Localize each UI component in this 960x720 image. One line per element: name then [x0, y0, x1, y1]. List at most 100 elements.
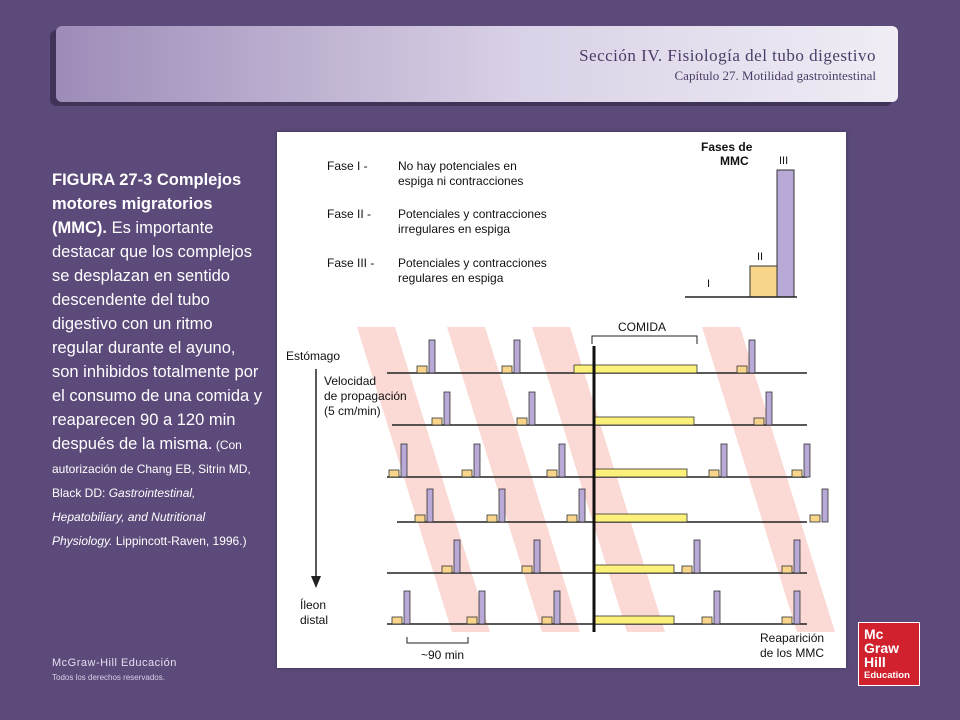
interval-bracket: [406, 637, 469, 644]
phase-3-desc-2: regulares en espiga: [398, 271, 504, 285]
phase-3-spike: [498, 488, 506, 523]
phase-3-spike: [403, 590, 411, 625]
phase-2-box: [736, 365, 748, 374]
meal-block-3: [593, 468, 688, 478]
ileum-label-1: Íleon: [300, 597, 326, 612]
phase-3-spike: [528, 391, 536, 426]
phase-1-desc-2: espiga ni contracciones: [398, 174, 523, 188]
meal-block-4: [593, 513, 688, 523]
meal-bracket: [591, 335, 698, 344]
phase-2-box: [466, 616, 478, 625]
phase-3-spike: [453, 539, 461, 574]
phase-2-bar: [749, 265, 778, 298]
phase-2-box: [566, 514, 578, 523]
citation-end: Lippincott-Raven, 1996.): [112, 534, 247, 548]
interval-label: ~90 min: [421, 648, 464, 662]
phase-2-box: [461, 469, 473, 478]
phase-3-spike: [821, 488, 829, 523]
reappear-label-2: de los MMC: [760, 646, 824, 660]
phase-II-label: II: [757, 251, 763, 263]
phase-2-box: [486, 514, 498, 523]
phase-3-name: Fase III -: [327, 256, 374, 270]
velocity-label-3: (5 cm/min): [324, 404, 381, 418]
logo-line-4: Education: [864, 670, 910, 681]
velocity-label-1: Velocidad: [324, 374, 376, 388]
phase-2-box: [431, 417, 443, 426]
stomach-label: Estómago: [286, 349, 340, 363]
phase-1-name: Fase I -: [327, 159, 368, 173]
phase-2-box: [781, 565, 793, 574]
phase-2-box: [414, 514, 426, 523]
phase-3-spike: [793, 539, 801, 574]
phase-2-box: [701, 616, 713, 625]
ileum-label-2: distal: [300, 613, 328, 627]
mmc-diagram: Fase I - No hay potenciales en espiga ni…: [286, 140, 835, 662]
citation-book-title: Gastrointestinal, Hepatobiliary, and Nut…: [52, 486, 206, 548]
caption-body: Es importante destacar que los complejos…: [52, 219, 263, 453]
phase-3-spike: [558, 443, 566, 478]
meal-block-6: [593, 615, 675, 625]
phase-2-box: [441, 565, 453, 574]
phase-2-box: [791, 469, 803, 478]
phase-3-desc-1: Potenciales y contracciones: [398, 256, 547, 270]
phase-3-spike: [748, 339, 756, 374]
phase-3-spike: [428, 339, 436, 374]
slide-header: Sección IV. Fisiología del tubo digestiv…: [56, 26, 898, 102]
meal-block-2: [593, 416, 695, 426]
phase-3-spike: [513, 339, 521, 374]
phase-2-box: [541, 616, 553, 625]
meal-block-1: [573, 364, 698, 374]
meal-block-5: [593, 564, 675, 574]
propagation-band-2: [447, 327, 580, 632]
mmc-figure: Fase I - No hay potenciales en espiga ni…: [277, 132, 846, 668]
logo-line-3: Hill: [864, 654, 886, 670]
phase-I-label: I: [707, 278, 710, 290]
phase-3-spike: [720, 443, 728, 478]
phase-2-box: [521, 565, 533, 574]
phase-2-box: [809, 514, 821, 523]
phase-2-box: [416, 365, 428, 374]
propagation-band-4: [702, 327, 835, 632]
phase-2-box: [753, 417, 765, 426]
phase-2-name: Fase II -: [327, 207, 371, 221]
phase-3-spike: [473, 443, 481, 478]
phase-3-spike: [478, 590, 486, 625]
phase-2-box: [388, 469, 400, 478]
phase-2-box: [546, 469, 558, 478]
axis-arrow-head: [311, 576, 321, 588]
phase-3-spike: [713, 590, 721, 625]
phase-3-spike: [803, 443, 811, 478]
figure-caption: FIGURA 27-3 Complejos motores migratorio…: [52, 168, 266, 552]
phase-2-desc-1: Potenciales y contracciones: [398, 207, 547, 221]
reappear-label-1: Reaparición: [760, 631, 824, 645]
phase-3-spike: [443, 391, 451, 426]
caption-title: FIGURA 27-3 Complejos motores migratorio…: [52, 171, 242, 237]
mcgraw-hill-logo: Mc Graw Hill Education: [858, 622, 920, 686]
logo-line-2: Graw: [864, 640, 900, 656]
rights-text: Todos los derechos reservados.: [52, 673, 165, 682]
phase-3-spike: [553, 590, 561, 625]
caption-citation: (Con autorización de Chang EB, Sitrin MD…: [52, 438, 251, 548]
citation-start: (Con autorización de Chang EB, Sitrin MD…: [52, 438, 251, 500]
phase-3-bar: [776, 169, 795, 298]
phases-title-1: Fases de: [701, 140, 753, 154]
phase-3-spike: [765, 391, 773, 426]
phase-2-box: [708, 469, 720, 478]
phase-3-spike: [533, 539, 541, 574]
propagation-band-3: [532, 327, 665, 632]
phase-2-box: [516, 417, 528, 426]
phase-III-label: III: [779, 155, 788, 167]
phase-3-spike: [693, 539, 701, 574]
phase-3-spike: [426, 488, 434, 523]
chapter-title: Capítulo 27. Motilidad gastrointestinal: [674, 68, 876, 83]
velocity-label-2: de propagación: [324, 389, 407, 403]
phase-2-box: [501, 365, 513, 374]
phase-2-box: [781, 616, 793, 625]
phase-1-desc-1: No hay potenciales en: [398, 159, 517, 173]
publisher-name: McGraw-Hill Educación: [52, 657, 177, 669]
phase-3-spike: [793, 590, 801, 625]
logo-line-1: Mc: [864, 626, 884, 642]
phases-title-2: MMC: [720, 154, 749, 168]
mmc-rows: [387, 339, 829, 625]
phase-2-box: [681, 565, 693, 574]
